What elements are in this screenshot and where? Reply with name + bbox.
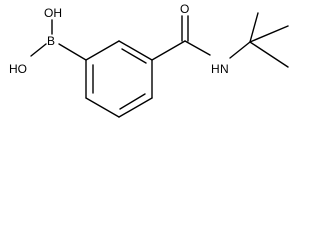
ring-to-boron-bond [58,43,87,61]
ring-to-carbonyl-bond [151,40,186,61]
ring-bond-1 [85,40,120,61]
atom-label-nitrogen: N [220,62,229,76]
chemical-structure-diagram: OH HO B O H N [9,2,289,118]
nitrogen-to-tbutyl-bond [229,41,251,59]
ring-bond-4 [118,97,153,118]
atom-label-ho-left: HO [9,62,27,76]
ring-bond-5 [85,97,120,118]
tbutyl-methyl-right-bond [249,25,289,43]
tbutyl-methyl-down-bond [249,41,289,68]
atom-label-boron: B [47,34,55,48]
ring-inner-bond-right [119,93,146,110]
ring-bond-2 [118,40,153,61]
atom-label-oh-top: OH [44,6,62,20]
atom-label-oxygen: O [180,2,189,16]
ring-inner-bond-top [121,48,147,64]
boron-to-oh-left-bond [30,43,47,57]
tbutyl-methyl-up-bond [249,12,259,43]
carbonyl-to-nitrogen-bond [184,40,211,56]
atom-label-nitrogen-hydrogen: H [211,62,220,76]
